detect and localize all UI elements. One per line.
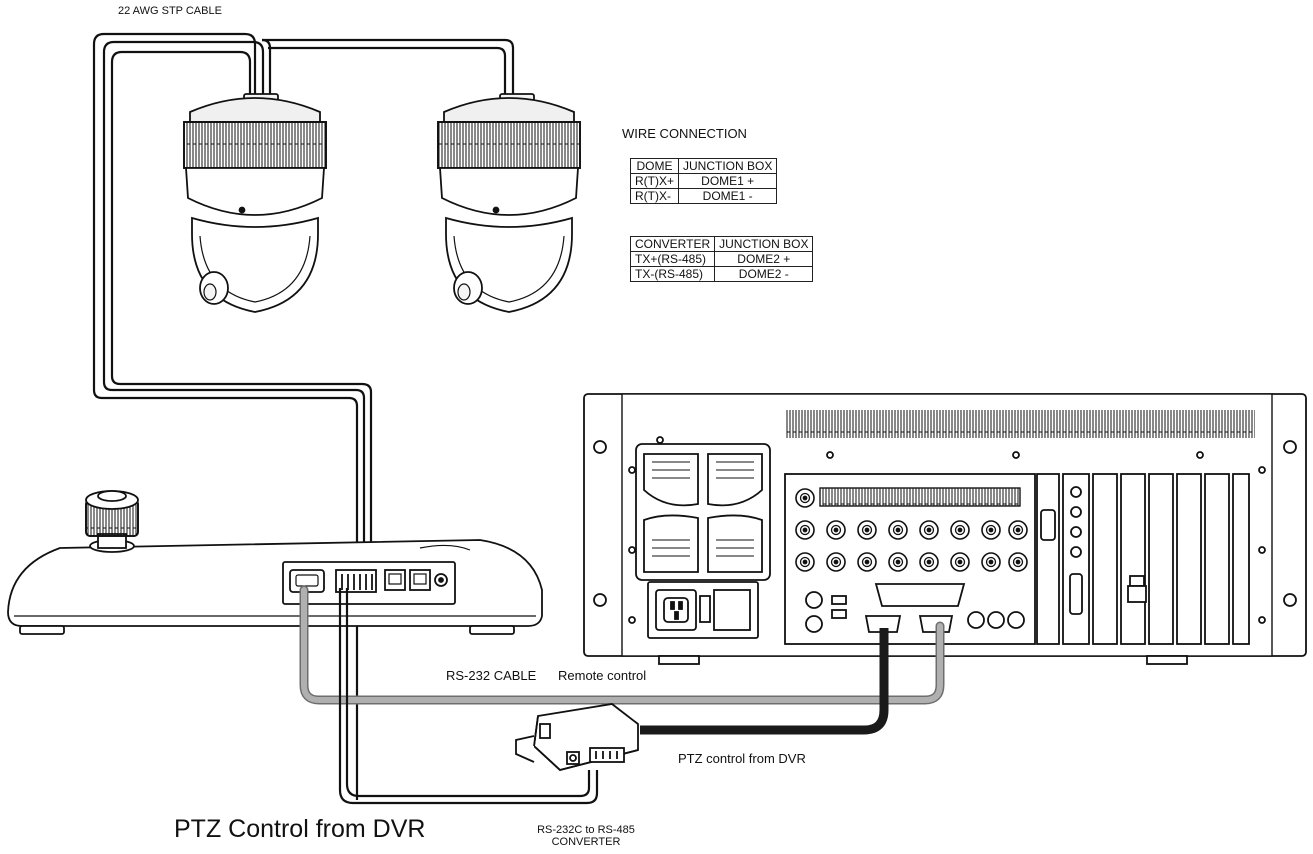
table-cell: DOME1 + <box>677 173 778 189</box>
table-cell: TX+(RS-485) <box>629 251 716 267</box>
converter-label: RS-232C to RS-485 CONVERTER <box>521 824 651 848</box>
dvr-unit <box>583 393 1307 665</box>
wire-connection-title: WIRE CONNECTION <box>622 126 747 141</box>
table-header-row: CONVERTER JUNCTION BOX <box>629 236 814 252</box>
stp-cable-label: 22 AWG STP CABLE <box>118 5 222 17</box>
table-row: R(T)X+ DOME1 + <box>630 173 778 189</box>
table-cell: DOME2 + <box>714 251 814 267</box>
table-row: TX-(RS-485) DOME2 - <box>629 266 814 282</box>
table-row: R(T)X- DOME1 - <box>630 188 778 204</box>
converter-label-line1: RS-232C to RS-485 <box>537 824 635 836</box>
table-header-cell: CONVERTER <box>629 236 716 252</box>
rs232c-rs485-converter <box>515 703 639 771</box>
table-header-cell: JUNCTION BOX <box>714 236 814 252</box>
diagram-title: PTZ Control from DVR <box>174 815 426 843</box>
table-cell: R(T)X+ <box>630 173 679 189</box>
table-cell: DOME1 - <box>677 188 778 204</box>
ptz-control-dvr-label: PTZ control from DVR <box>678 751 806 766</box>
rs232-cable <box>299 585 945 705</box>
dome-camera-1 <box>183 93 327 313</box>
table-cell: DOME2 - <box>714 266 814 282</box>
converter-label-line2: CONVERTER <box>551 836 621 848</box>
converter-wiring-table: CONVERTER JUNCTION BOX TX+(RS-485) DOME2… <box>629 236 814 282</box>
keyboard-controller <box>7 490 543 635</box>
rs232-cable-label: RS-232 CABLE <box>446 668 537 683</box>
table-cell: R(T)X- <box>630 188 679 204</box>
table-cell: TX-(RS-485) <box>629 266 716 282</box>
stp-cable <box>92 32 515 800</box>
remote-control-label: Remote control <box>558 668 647 683</box>
table-header-cell: JUNCTION BOX <box>677 158 778 174</box>
table-header-row: DOME JUNCTION BOX <box>630 158 778 174</box>
dome-wiring-table: DOME JUNCTION BOX R(T)X+ DOME1 + R(T)X- … <box>630 158 778 204</box>
table-row: TX+(RS-485) DOME2 + <box>629 251 814 267</box>
ptz-control-cable <box>640 628 889 735</box>
dome-camera-2 <box>437 93 581 313</box>
table-header-cell: DOME <box>630 158 679 174</box>
converter-rs485-cable <box>338 588 599 805</box>
